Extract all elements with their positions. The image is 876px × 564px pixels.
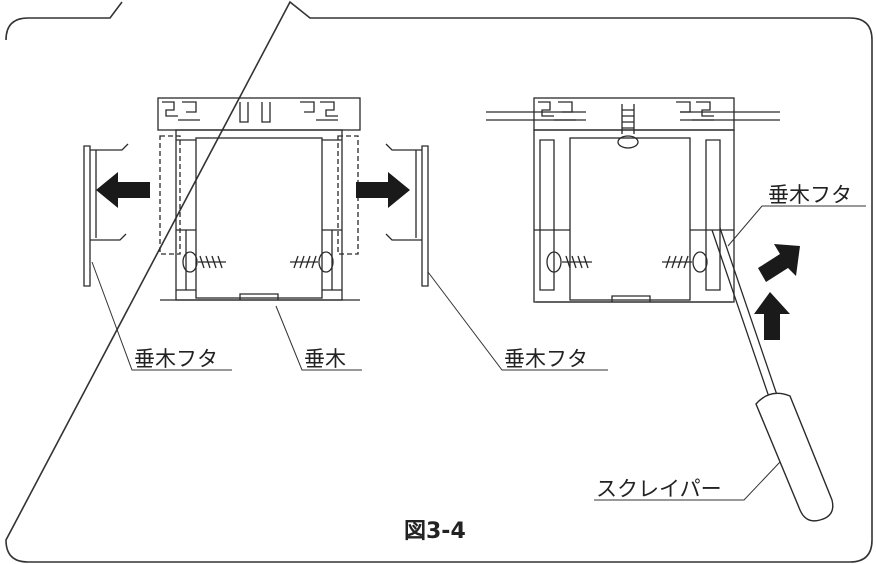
arrow-right (356, 172, 410, 208)
left-body-bottom (160, 293, 360, 301)
label-rafter: 垂木 (304, 347, 346, 371)
left-body-side-left (176, 139, 196, 291)
right-body-right-channel (690, 139, 734, 291)
right-panel-lines (486, 111, 780, 121)
label-removed-cover: 垂木フタ (768, 183, 852, 207)
right-screw-l (546, 251, 592, 273)
leader-right-cover (427, 271, 608, 371)
right-body-left-channel (534, 139, 570, 291)
left-top-rail-detail (162, 101, 338, 123)
figure-caption: 図3-4 (404, 519, 466, 544)
right-body-bottom (536, 295, 732, 303)
right-bolt-head (617, 135, 639, 149)
right-screw-r (662, 251, 708, 273)
left-detached-cover (83, 143, 129, 287)
left-top-rail (157, 97, 361, 131)
left-ghost-cover-r (337, 135, 359, 255)
left-assembly (157, 97, 361, 301)
scraper-shaft (711, 227, 779, 401)
left-screw-l (182, 251, 226, 273)
left-rafter-inner (195, 137, 323, 299)
left-body-side-right (322, 139, 342, 291)
left-rafter-body (175, 129, 343, 301)
label-left-cover: 垂木フタ (134, 347, 218, 371)
scraper-handle (755, 392, 834, 522)
right-rafter-inner (569, 137, 691, 301)
right-top-rail-detail (538, 101, 714, 121)
leader-scraper (594, 461, 781, 501)
right-rafter-body (533, 129, 735, 303)
arrow-left (96, 172, 150, 208)
outer-frame (5, 0, 873, 563)
arrow-diagonal (758, 244, 800, 282)
right-top-bolt (621, 104, 635, 134)
left-ghost-cover-l (159, 135, 181, 255)
left-screw-r (290, 251, 334, 273)
leader-removed-cover (727, 205, 866, 247)
right-detached-cover (385, 143, 429, 287)
right-assembly (486, 97, 780, 303)
label-scraper: スクレイパー (596, 477, 722, 501)
arrow-up (754, 292, 790, 340)
leader-rafter (275, 305, 362, 371)
label-right-cover: 垂木フタ (504, 347, 588, 371)
leader-left-cover (91, 261, 232, 371)
